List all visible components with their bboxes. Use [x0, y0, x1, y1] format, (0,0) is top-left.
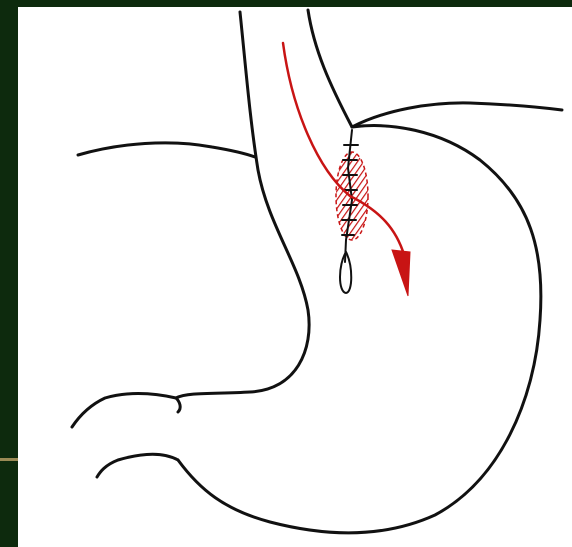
stomach-diagram-panel — [18, 7, 572, 547]
fundus-top — [352, 103, 562, 127]
esophagus-left-wall — [176, 12, 309, 398]
liver-outline — [78, 143, 255, 157]
duodenum-lower-wall — [97, 454, 178, 477]
duodenum-upper-wall — [72, 394, 176, 428]
stomach-diagram — [18, 7, 572, 547]
slide-accent-line — [0, 458, 18, 461]
flow-arrowhead — [392, 250, 410, 296]
pylorus-notch — [176, 398, 180, 412]
esophagus-right-wall — [308, 10, 352, 127]
